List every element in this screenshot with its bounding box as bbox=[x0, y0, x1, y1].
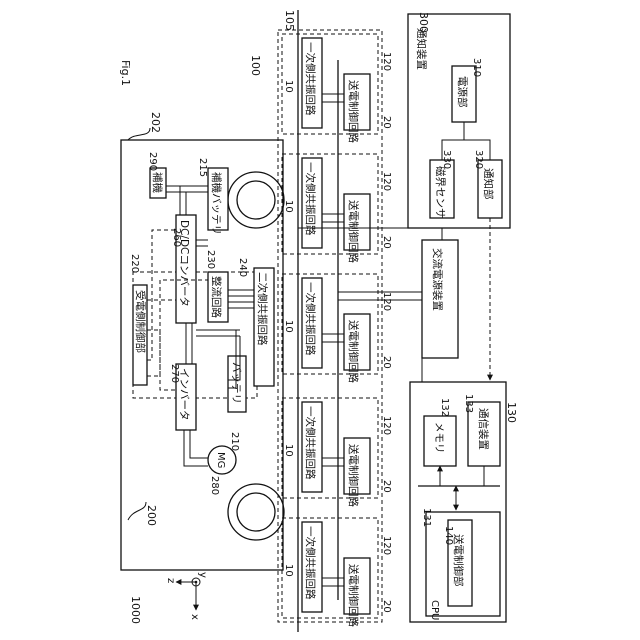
ref-line: 105 bbox=[283, 10, 296, 31]
tx-ctrl-label: 送電制御回路 bbox=[347, 564, 360, 627]
ctrl-ref: 20 bbox=[381, 116, 392, 129]
cpu-label: CPU bbox=[429, 600, 440, 620]
vehicle-internals: 受電側制御部 220 補機 290 補機バッテリ 215 DC/DCコンバータ … bbox=[129, 152, 274, 495]
primary-coil-label: 一次側共振回路 bbox=[304, 162, 317, 236]
notifier-ref: 320 bbox=[473, 150, 484, 169]
tx-ctrl-label: 送電制御回路 bbox=[347, 320, 360, 383]
rectifier-label: 整流回路 bbox=[210, 276, 223, 318]
secondary-label: 二次側共振回路 bbox=[256, 272, 269, 346]
aux-battery-ref: 215 bbox=[197, 158, 208, 177]
ref-body: 202 bbox=[149, 112, 162, 133]
primary-coil-label: 一次側共振回路 bbox=[304, 42, 317, 116]
unit-ref: 120 bbox=[381, 416, 392, 435]
figure-title: Fig.1 bbox=[119, 60, 132, 86]
comm-label: 通信装置 bbox=[477, 408, 490, 450]
inverter-ref: 270 bbox=[169, 364, 180, 383]
aux-battery-label: 補機バッテリ bbox=[210, 172, 223, 235]
cpu-ctrl-ref: 140 bbox=[443, 526, 454, 545]
memory-ref: 132 bbox=[439, 398, 450, 417]
unit-ref: 120 bbox=[381, 52, 392, 71]
notifier-label: 通知部 bbox=[482, 168, 495, 200]
primary-coil-label: 一次側共振回路 bbox=[304, 282, 317, 356]
notify-sensor-label: 磁界センサ bbox=[434, 166, 447, 219]
ref-vehicle: 200 bbox=[145, 505, 158, 526]
unit-ref: 120 bbox=[381, 536, 392, 555]
ctrl-ref: 20 bbox=[381, 236, 392, 249]
notify-power-label: 電源部 bbox=[456, 76, 469, 108]
primary-coil-label: 一次側共振回路 bbox=[304, 406, 317, 480]
ref-ground: 100 bbox=[249, 55, 262, 76]
aux-label: 補機 bbox=[151, 172, 164, 193]
ac-supply-label: 交流電源装置 bbox=[431, 248, 444, 311]
tx-ctrl-label: 送電制御回路 bbox=[347, 200, 360, 263]
secondary-ref: 240 bbox=[237, 258, 248, 277]
coil-ref: 10 bbox=[283, 564, 294, 577]
unit-ref: 120 bbox=[381, 172, 392, 191]
memory-label: メモリ bbox=[433, 422, 445, 454]
recv-ctrl-label: 受電側制御部 bbox=[134, 290, 147, 353]
rectifier-ref: 230 bbox=[205, 250, 216, 269]
ctrl-ref: 20 bbox=[381, 480, 392, 493]
primary-coil-label: 一次側共振回路 bbox=[304, 526, 317, 600]
notify-sensor-ref: 330 bbox=[441, 150, 452, 169]
recv-ctrl-ref: 220 bbox=[129, 254, 140, 273]
axis-z: z bbox=[165, 578, 176, 583]
tx-ctrl-label: 送電制御回路 bbox=[347, 80, 360, 143]
dcdc-ref: 260 bbox=[171, 228, 182, 247]
coil-ref: 10 bbox=[283, 444, 294, 457]
notify-power-ref: 310 bbox=[471, 58, 482, 77]
aux-ref: 290 bbox=[147, 152, 158, 171]
ctrl-ref: 20 bbox=[381, 600, 392, 613]
comm-ref: 133 bbox=[463, 394, 474, 413]
notify-title: 通知装置 bbox=[415, 28, 428, 70]
coil-ref: 10 bbox=[283, 320, 294, 333]
ctrl-ref: 20 bbox=[381, 356, 392, 369]
tx-ctrl-label: 送電制御回路 bbox=[347, 444, 360, 507]
cpu-ref: 131 bbox=[421, 508, 432, 527]
coil-ref: 10 bbox=[283, 200, 294, 213]
motor-ref: 280 bbox=[209, 476, 220, 495]
ref-center: 130 bbox=[505, 402, 518, 423]
ref-system: 1000 bbox=[129, 596, 142, 624]
axis-y: y bbox=[197, 572, 208, 578]
unit-ref: 120 bbox=[381, 292, 392, 311]
axis-x: x bbox=[189, 614, 200, 620]
coil-ref: 10 bbox=[283, 80, 294, 93]
motor-label: MG bbox=[215, 452, 226, 468]
axes-indicator: z y x bbox=[165, 572, 208, 620]
